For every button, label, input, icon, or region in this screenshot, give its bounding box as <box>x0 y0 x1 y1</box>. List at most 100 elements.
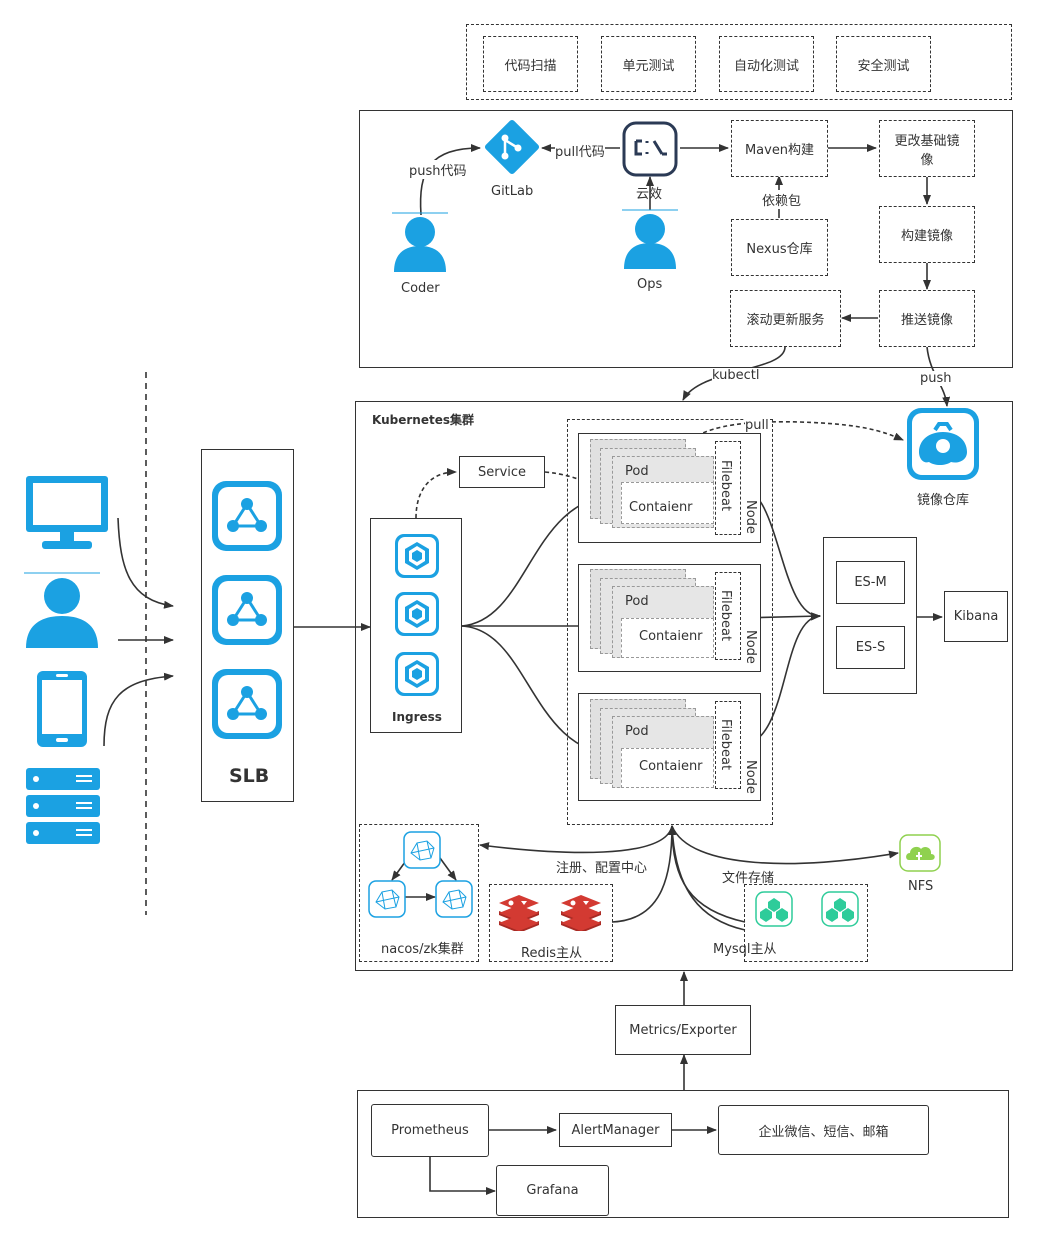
monitoring-panel <box>357 1090 1009 1218</box>
yunxiao-label: 云效 <box>636 187 663 202</box>
alertmanager-box: AlertManager <box>559 1113 672 1147</box>
test-security-label: 安全测试 <box>857 58 910 74</box>
test-unit: 单元测试 <box>601 36 696 92</box>
nacos-icon <box>435 880 473 918</box>
prometheus-label: Prometheus <box>391 1123 469 1138</box>
slb-label: SLB <box>229 765 270 787</box>
service-label: Service <box>477 464 527 480</box>
ops-user-icon <box>622 209 678 269</box>
edge-prom-grafana <box>429 1157 496 1195</box>
deps-label: 依赖包 <box>762 190 802 209</box>
nacos-label: nacos/zk集群 <box>381 942 464 957</box>
grafana-box: Grafana <box>496 1165 609 1216</box>
change-base-label: 更改基础镜像 <box>894 133 960 168</box>
server-icon <box>26 768 100 846</box>
change-base-box: 更改基础镜像 <box>879 120 975 177</box>
pod-label: Pod <box>625 464 649 479</box>
es-s-label: ES-S <box>855 640 886 655</box>
mysql-group <box>744 884 868 962</box>
filebeat-box <box>715 701 741 789</box>
pull-code-label: pull代码 <box>555 141 605 160</box>
cicd-panel <box>359 110 1013 368</box>
container-label: Contaienr <box>639 629 703 644</box>
monitor-icon <box>24 474 110 550</box>
edge-phone-slb <box>103 672 174 747</box>
es-m-box: ES-M <box>836 561 905 604</box>
network-icon <box>211 480 283 552</box>
edge-ingress-service <box>415 468 457 519</box>
container-box <box>621 748 714 788</box>
push-label: push <box>920 371 952 386</box>
edge-register-config <box>479 825 673 854</box>
test-stage-group <box>466 24 1012 100</box>
ingress-cube-icon <box>394 591 440 637</box>
prometheus-box: Prometheus <box>371 1104 489 1157</box>
grafana-label: Grafana <box>526 1183 579 1198</box>
maven-build-box: Maven构建 <box>731 120 828 177</box>
test-code-scan-label: 代码扫描 <box>504 58 557 74</box>
client-user-icon <box>24 572 100 648</box>
redis-group <box>489 884 613 962</box>
nfs-icon <box>899 834 941 872</box>
node-label: Node <box>743 760 758 794</box>
test-automation-label: 自动化测试 <box>733 58 799 74</box>
k8s-title: Kubernetes集群 <box>372 413 474 427</box>
container-label: Contaienr <box>629 500 693 515</box>
rolling-update-box: 滚动更新服务 <box>730 290 841 347</box>
ops-label: Ops <box>637 277 663 292</box>
edge-file-storage <box>671 825 899 865</box>
nexus-box: Nexus仓库 <box>731 219 828 276</box>
registry-icon <box>905 406 981 482</box>
pod-label: Pod <box>625 724 649 739</box>
nacos-icon <box>403 831 441 869</box>
test-security: 安全测试 <box>836 36 931 92</box>
register-config-label: 注册、配置中心 <box>556 857 648 876</box>
nacos-icon <box>368 880 406 918</box>
metrics-label: Metrics/Exporter <box>629 1022 737 1038</box>
k8s-cluster-panel <box>355 401 1013 971</box>
test-code-scan: 代码扫描 <box>483 36 578 92</box>
container-box <box>621 482 714 524</box>
gitlab-label: GitLab <box>491 184 534 199</box>
metrics-exporter-box: Metrics/Exporter <box>615 1005 751 1055</box>
build-image-box: 构建镜像 <box>879 206 975 263</box>
filebeat-box <box>715 572 741 660</box>
phone-icon <box>36 670 88 748</box>
filebeat-label: Filebeat <box>718 719 733 771</box>
push-image-box: 推送镜像 <box>879 290 975 347</box>
mysql-icon <box>821 891 859 927</box>
maven-label: Maven构建 <box>744 143 815 158</box>
es-s-box: ES-S <box>836 626 905 669</box>
container-box <box>621 618 714 658</box>
edge-mysql-left <box>671 825 746 931</box>
redis-icon <box>497 895 541 933</box>
kibana-box: Kibana <box>944 591 1008 642</box>
ingress-cube-icon <box>394 533 440 579</box>
container-label: Contaienr <box>639 759 703 774</box>
push-code-label: push代码 <box>409 160 467 179</box>
edge-container-registry <box>667 420 904 489</box>
service-box: Service <box>459 456 545 488</box>
notify-box: 企业微信、短信、邮箱 <box>718 1105 929 1155</box>
filebeat-label: Filebeat <box>718 460 733 512</box>
coder-label: Coder <box>401 281 440 296</box>
nfs-label: NFS <box>908 879 934 894</box>
edge-redis <box>611 825 676 923</box>
es-m-label: ES-M <box>854 575 887 590</box>
build-image-label: 构建镜像 <box>900 229 953 244</box>
ingress-label: Ingress <box>392 710 442 724</box>
test-automation: 自动化测试 <box>719 36 814 92</box>
ingress-cube-icon <box>394 651 440 697</box>
test-unit-label: 单元测试 <box>622 58 675 74</box>
edge-nacos-2 <box>431 848 457 881</box>
edge-monitor-slb <box>117 517 174 609</box>
pull-label: pull <box>745 418 769 433</box>
filebeat-box <box>715 441 741 535</box>
gitlab-icon <box>483 118 541 176</box>
notify-label: 企业微信、短信、邮箱 <box>758 1124 889 1140</box>
registry-label: 镜像仓库 <box>917 493 970 508</box>
redis-label: Redis主从 <box>521 946 583 961</box>
push-image-label: 推送镜像 <box>900 313 953 328</box>
file-storage-label: 文件存储 <box>722 867 775 886</box>
mysql-icon <box>755 891 793 927</box>
